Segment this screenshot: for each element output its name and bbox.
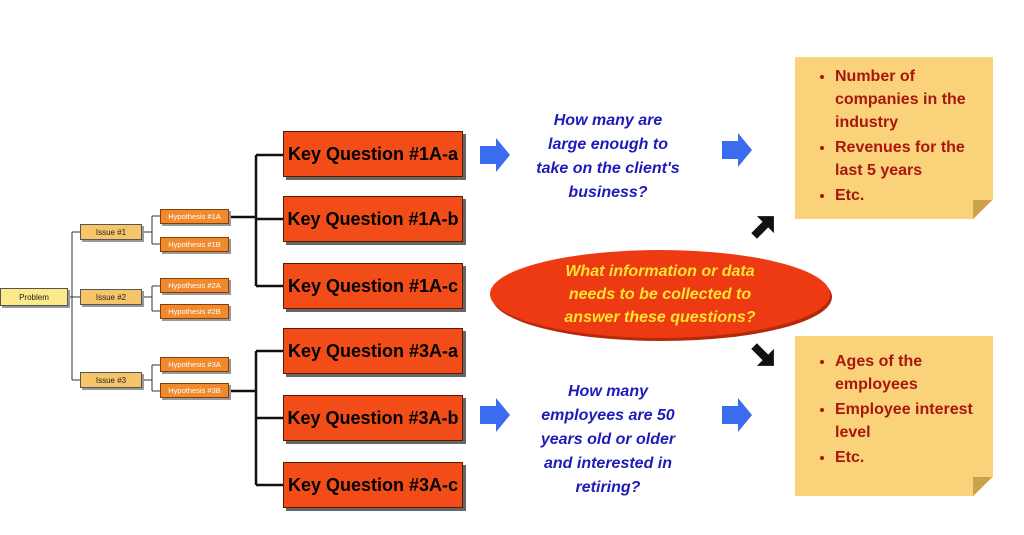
hypothesis-label: Hypothesis #1B [168,240,221,249]
central-question-line: answer these questions? [564,308,756,326]
key-question-label: Key Question #3A-a [287,340,459,361]
key-question-1a-c: Key Question #1A-c [283,263,463,309]
key-question-label: Key Question #1A-c [287,275,459,296]
arrow-up-right-icon [751,216,774,239]
hypothesis-box-2a: Hypothesis #2A [160,278,229,293]
question-bottom: How many employees are 50 years old or o… [518,380,698,500]
issue-label: Issue #2 [95,292,127,302]
hypothesis-box-2b: Hypothesis #2B [160,304,229,319]
central-question-line: needs to be collected to [568,285,752,303]
key-question-3a-a: Key Question #3A-a [283,328,463,374]
note-bullet: Etc. [835,446,983,469]
hypothesis-label: Hypothesis #3A [168,360,221,369]
hypothesis-box-1b: Hypothesis #1B [160,237,229,252]
question-line: How many are [553,112,663,129]
question-line: and interested in [543,455,673,472]
central-question-line: What information or data [565,262,755,280]
note-bullet: Ages of the employees [835,350,983,396]
problem-box: Problem [0,288,68,306]
arrow-right-icon [722,398,752,432]
issue-label: Issue #3 [95,375,127,385]
question-line: years old or older [540,431,676,448]
hypothesis-label: Hypothesis #2B [168,307,221,316]
note-bullet: Employee interest level [835,398,983,444]
note-bullet: Etc. [835,184,983,207]
key-question-label: Key Question #1A-b [287,208,459,229]
question-line: take on the client's [536,160,680,177]
question-top: How many are large enough to take on the… [518,109,698,205]
data-note-top: Number of companies in the industry Reve… [795,57,993,219]
key-question-label: Key Question #3A-b [287,407,459,428]
hypothesis-label: Hypothesis #3B [168,386,221,395]
arrow-down-right-icon [751,343,774,366]
arrow-right-icon [480,138,510,172]
problem-label: Problem [19,292,49,302]
central-question-ellipse: What information or data needs to be col… [490,250,830,338]
issue-box-3: Issue #3 [80,372,142,388]
data-note-bottom: Ages of the employees Employee interest … [795,336,993,496]
question-line: large enough to [548,136,668,153]
hypothesis-box-3a: Hypothesis #3A [160,357,229,372]
issue-box-2: Issue #2 [80,289,142,305]
key-question-label: Key Question #1A-a [287,143,459,164]
question-line: business? [568,184,648,201]
hypothesis-label: Hypothesis #2A [168,281,221,290]
key-question-label: Key Question #3A-c [287,474,459,495]
hypothesis-box-1a: Hypothesis #1A [160,209,229,224]
key-question-3a-b: Key Question #3A-b [283,395,463,441]
key-question-3a-c: Key Question #3A-c [283,462,463,508]
arrow-right-icon [722,133,752,167]
key-question-1a-b: Key Question #1A-b [283,196,463,242]
issue-label: Issue #1 [95,227,127,237]
key-question-1a-a: Key Question #1A-a [283,131,463,177]
question-line: retiring? [575,479,641,496]
note-bullet: Number of companies in the industry [835,65,983,134]
issue-box-1: Issue #1 [80,224,142,240]
note-bullet: Revenues for the last 5 years [835,136,983,182]
hypothesis-box-3b: Hypothesis #3B [160,383,229,398]
arrow-right-icon [480,398,510,432]
question-line: How many [567,383,648,400]
question-line: employees are 50 [541,407,675,424]
hypothesis-label: Hypothesis #1A [168,212,221,221]
